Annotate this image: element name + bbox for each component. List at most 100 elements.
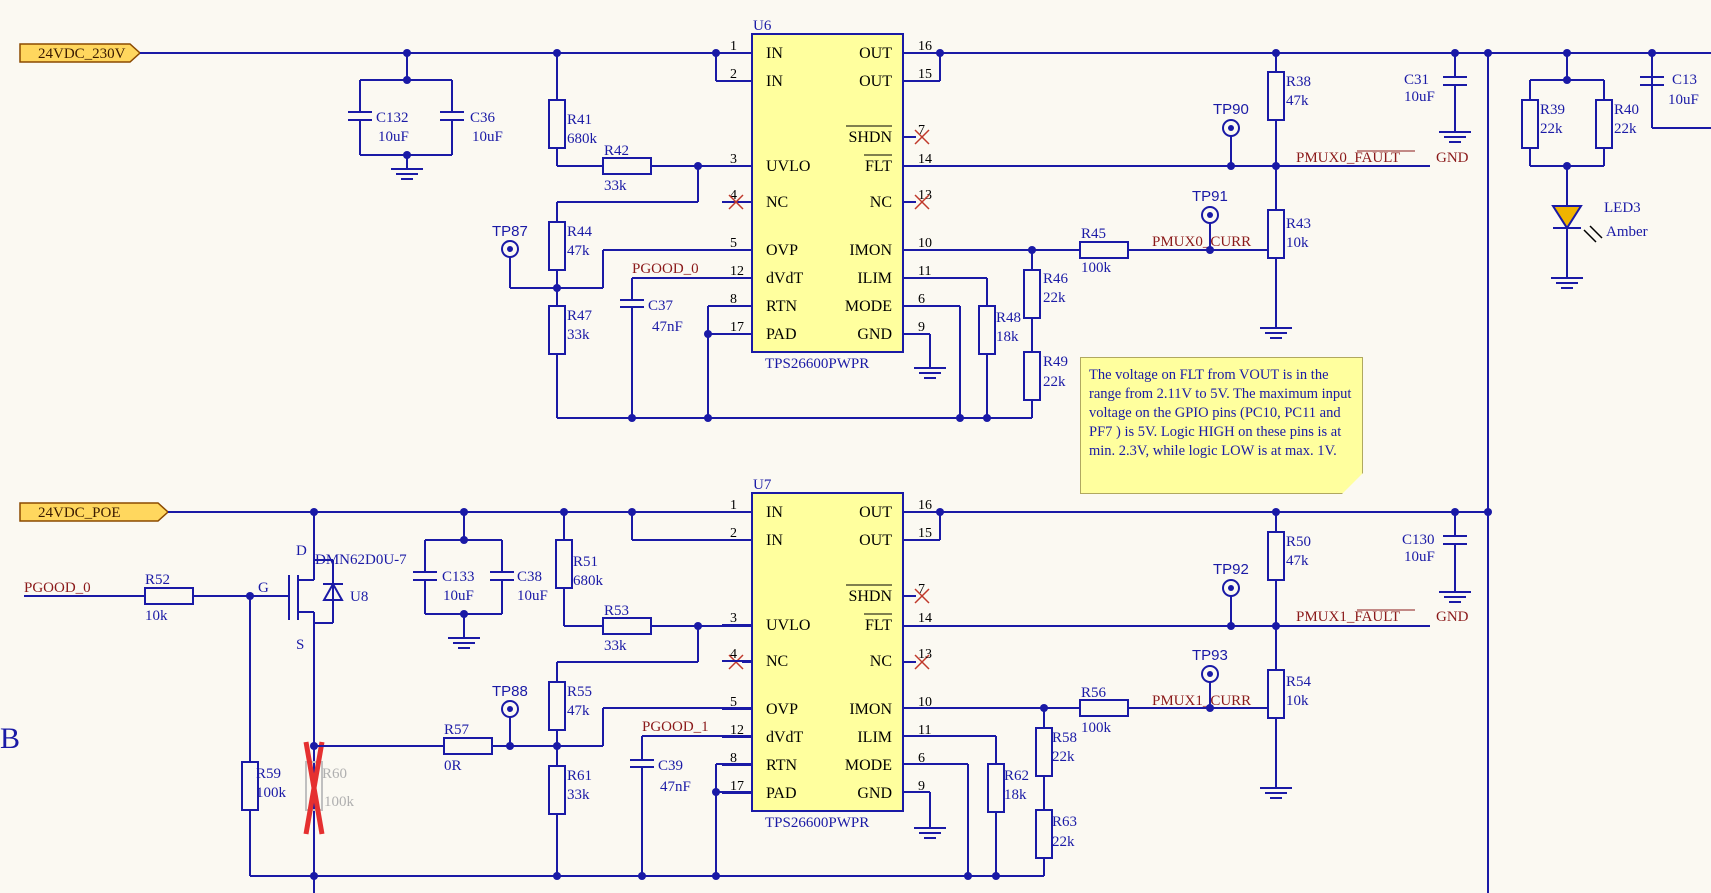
r51-ref: R51 xyxy=(573,554,598,570)
u6-pinnum-r7: 6 xyxy=(918,292,925,307)
net-pgood-0: PGOOD_0 xyxy=(632,261,699,277)
net-pmux1-fault: PMUX1_FAULT xyxy=(1296,609,1400,625)
led3-ref: LED3 xyxy=(1604,200,1641,216)
port-24vdc-230v xyxy=(19,43,142,63)
u7-pinnum-l5: 12 xyxy=(730,723,744,738)
u7-pinnum-l0: 1 xyxy=(730,498,737,513)
u6-pinnum-l4: 5 xyxy=(730,236,737,251)
r45-val: 100k xyxy=(1081,260,1112,276)
c39-val: 47nF xyxy=(660,779,691,795)
r56-val: 100k xyxy=(1081,720,1112,736)
u6-pin-pad-7: PAD xyxy=(766,326,797,343)
tp87-label: TP87 xyxy=(492,223,528,240)
tp88-label: TP88 xyxy=(492,683,528,700)
u6-pinnum-r5: 10 xyxy=(918,236,932,251)
u6-pinnum-r0: 16 xyxy=(918,39,932,54)
c37-val: 47nF xyxy=(652,319,683,335)
r53-ref: R53 xyxy=(604,603,629,619)
u8-d-label: D xyxy=(296,543,307,559)
r40-val: 22k xyxy=(1614,121,1637,137)
u7-pinnum-l1: 2 xyxy=(730,526,737,541)
r54-ref: R54 xyxy=(1286,674,1312,690)
net-gnd-bottom: GND xyxy=(1436,609,1469,625)
u6-ic-body xyxy=(751,33,904,353)
r39-val: 22k xyxy=(1540,121,1563,137)
u6-pin-ilim-6: ILIM xyxy=(857,270,892,287)
u6-pin-uvlo-2: UVLO xyxy=(766,158,810,175)
r43-val: 10k xyxy=(1286,235,1309,251)
c37-ref: C37 xyxy=(648,298,674,314)
u7-pin-in-0: IN xyxy=(766,504,783,521)
u7-pin-ilim-6: ILIM xyxy=(857,729,892,746)
u7-pin-in-1: IN xyxy=(766,532,783,549)
u6-part: TPS26600PWPR xyxy=(765,356,869,372)
r55-val: 47k xyxy=(567,703,590,719)
r62-val: 18k xyxy=(1004,787,1027,803)
u7-part: TPS26600PWPR xyxy=(765,815,869,831)
edge-letter: B xyxy=(0,722,20,755)
u6-pinnum-l3: 4 xyxy=(730,188,737,203)
u7-pinnum-r2: 7 xyxy=(918,582,925,597)
u7-pin-mode-7: MODE xyxy=(845,757,892,774)
u7-pin-flt-3: FLT xyxy=(865,617,892,634)
u8-ref: U8 xyxy=(350,589,368,605)
r46-ref: R46 xyxy=(1043,271,1069,287)
u6-pin-shdn-2: SHDN xyxy=(848,129,892,146)
r46-val: 22k xyxy=(1043,290,1066,306)
r44-ref: R44 xyxy=(567,224,593,240)
r49-val: 22k xyxy=(1043,374,1066,390)
r63-ref: R63 xyxy=(1052,814,1077,830)
u6-pinnum-r2: 7 xyxy=(918,123,925,138)
tp90-label: TP90 xyxy=(1213,101,1249,118)
r58-ref: R58 xyxy=(1052,730,1077,746)
u7-pin-nc-3: NC xyxy=(766,653,788,670)
u6-pinnum-l1: 2 xyxy=(730,67,737,82)
r40-ref: R40 xyxy=(1614,102,1639,118)
note-fold xyxy=(1342,473,1363,494)
u6-pinnum-l5: 12 xyxy=(730,264,744,279)
c13-val: 10uF xyxy=(1668,92,1699,108)
u7-pin-out-1: OUT xyxy=(859,532,892,549)
u7-pinnum-r4: 13 xyxy=(918,647,932,662)
u7-pinnum-r5: 10 xyxy=(918,695,932,710)
tp93-label: TP93 xyxy=(1192,647,1228,664)
u7-pin-gnd-8: GND xyxy=(857,785,892,802)
u7-pinnum-l7: 17 xyxy=(730,779,744,794)
r47-val: 33k xyxy=(567,327,590,343)
r59-val: 100k xyxy=(256,785,287,801)
net-pmux0-fault: PMUX0_FAULT xyxy=(1296,150,1400,166)
r58-val: 22k xyxy=(1052,749,1075,765)
r63-val: 22k xyxy=(1052,834,1075,850)
u6-pin-gnd-8: GND xyxy=(857,326,892,343)
r38-ref: R38 xyxy=(1286,74,1311,90)
c133-val: 10uF xyxy=(443,588,474,604)
r48-ref: R48 xyxy=(996,310,1021,326)
net-pgood-1: PGOOD_1 xyxy=(642,719,709,735)
tp91-label: TP91 xyxy=(1192,188,1228,205)
r44-val: 47k xyxy=(567,243,590,259)
c38-val: 10uF xyxy=(517,588,548,604)
r52-ref: R52 xyxy=(145,572,170,588)
u8-s-label: S xyxy=(296,637,304,653)
c36-val: 10uF xyxy=(472,129,503,145)
r52-val: 10k xyxy=(145,608,168,624)
port-24vdc-poe xyxy=(19,502,170,522)
u7-pinnum-l4: 5 xyxy=(730,695,737,710)
port-24vdc-poe-label: 24VDC_POE xyxy=(38,505,121,521)
net-gnd-top: GND xyxy=(1436,150,1469,166)
r57-val: 0R xyxy=(444,758,462,774)
u6-pinnum-l6: 8 xyxy=(730,292,737,307)
bottom-section: 24VDC_POE C133 10uF C38 10uF D G S DMN62… xyxy=(19,477,1492,893)
r54-val: 10k xyxy=(1286,693,1309,709)
r51-val: 680k xyxy=(573,573,604,589)
r57-ref: R57 xyxy=(444,722,470,738)
r53-val: 33k xyxy=(604,638,627,654)
u6-pin-flt-3: FLT xyxy=(865,158,892,175)
r47-ref: R47 xyxy=(567,308,593,324)
r55-ref: R55 xyxy=(567,684,592,700)
net-pmux1-curr: PMUX1_CURR xyxy=(1152,693,1251,709)
port-24vdc-230v-label: 24VDC_230V xyxy=(38,46,126,62)
u6-pin-nc-4: NC xyxy=(870,194,892,211)
c31-ref: C31 xyxy=(1404,72,1429,88)
r50-ref: R50 xyxy=(1286,534,1311,550)
